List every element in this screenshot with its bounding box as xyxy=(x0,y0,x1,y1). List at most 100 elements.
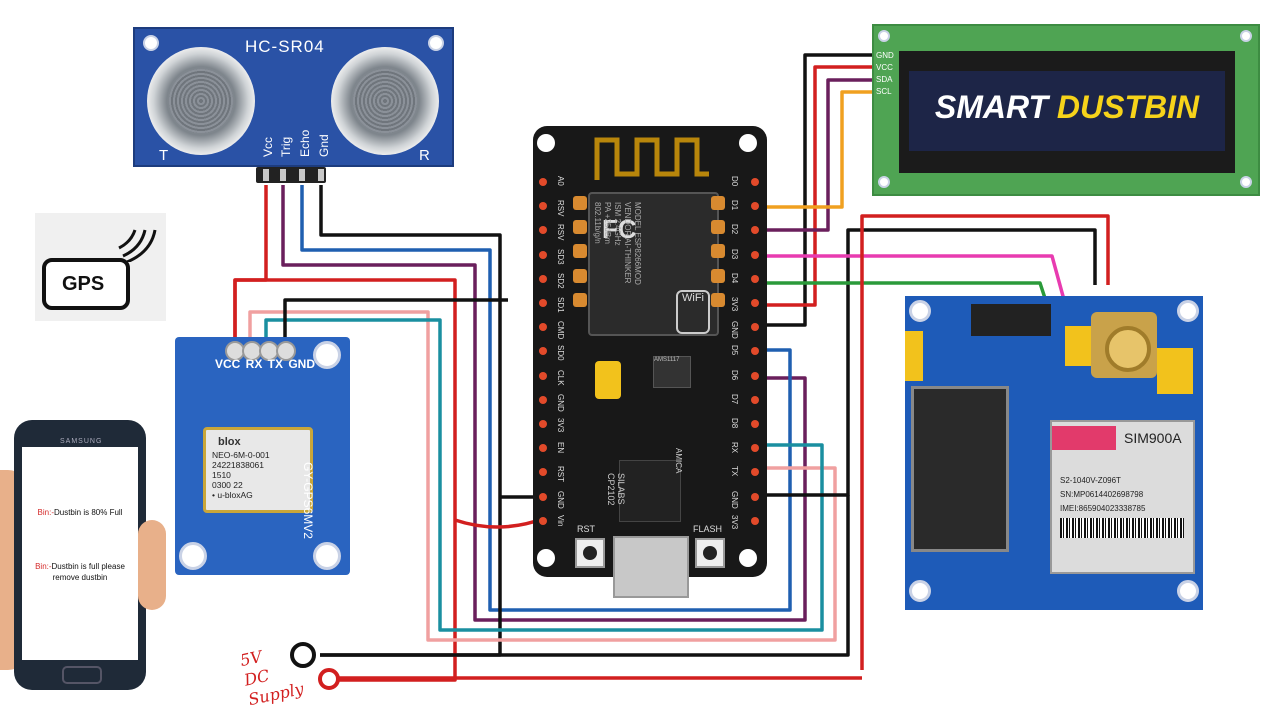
pin-label: TX xyxy=(730,466,739,477)
pin-label: D3 xyxy=(730,248,739,259)
mount-hole xyxy=(1240,30,1252,42)
pin-label: D8 xyxy=(730,418,739,429)
pin-hole xyxy=(539,323,547,332)
mount-hole xyxy=(313,341,341,369)
esp-markings: MODEL ESP8266MOD VENDOR AI-THINKER ISM 2… xyxy=(593,202,642,285)
chip-markings: NEO-6M-0-001 24221838061 1510 0300 22 • … xyxy=(212,450,270,500)
pin-hole xyxy=(539,347,547,356)
oled-pin-scl: SCL xyxy=(876,87,892,96)
pin-hole xyxy=(751,516,759,525)
notification-text: Dustbin is 80% Full xyxy=(53,508,123,517)
pin-label: RSV xyxy=(556,224,565,241)
sim-card-holder xyxy=(911,386,1009,552)
pin-hole xyxy=(539,178,547,186)
pin-hole xyxy=(539,202,547,211)
pin-hole xyxy=(751,492,759,501)
home-button xyxy=(62,666,102,684)
mount-hole xyxy=(878,30,890,42)
pin-label: D4 xyxy=(730,272,739,284)
voltage-regulator: AMS1117 xyxy=(653,356,691,388)
rst-button xyxy=(575,538,605,568)
pin-label: SD2 xyxy=(556,272,565,289)
supply-ground-terminal xyxy=(290,642,316,668)
wire-oled-vcc xyxy=(765,65,876,307)
sim900a-chip: SIM900A S2-1040V-Z096T SN:MP061440269879… xyxy=(1050,420,1195,574)
mount-hole xyxy=(1177,300,1199,322)
pin-label: SD0 xyxy=(556,345,565,361)
capacitor xyxy=(1157,348,1193,394)
sim-markings: S2-1040V-Z096T SN:MP0614402698798 IMEI:8… xyxy=(1060,476,1146,513)
pin-hole xyxy=(539,420,547,428)
mount-hole xyxy=(313,542,341,570)
pin-header xyxy=(1065,326,1091,366)
sensor-pin-header xyxy=(256,167,326,183)
sensor-title: HC-SR04 xyxy=(245,37,325,56)
pin-pad xyxy=(573,196,587,210)
pin-header xyxy=(905,331,923,381)
pin-pad xyxy=(573,220,587,235)
pin-hole xyxy=(751,178,759,186)
pin-hole xyxy=(751,468,759,477)
gps-pin-labels: VCC RX TX GND xyxy=(215,357,316,371)
fc-logo: FC xyxy=(602,214,637,244)
smartphone: SAMSUNG Bin:-Dustbin is 80% Full Bin:-Du… xyxy=(14,420,146,690)
pin-label: D7 xyxy=(730,393,739,405)
oled-pin-vcc: VCC xyxy=(876,63,893,72)
pin-pad xyxy=(573,268,587,283)
wire-gps-vcc xyxy=(233,278,457,682)
mount-hole xyxy=(537,549,555,567)
pin-hole xyxy=(539,250,547,259)
flash-button xyxy=(695,538,725,568)
barcode xyxy=(1060,518,1184,538)
chip-brand: blox xyxy=(218,436,241,448)
pin-pad xyxy=(711,196,725,210)
sim900a-module: SIM900A S2-1040V-Z096T SN:MP061440269879… xyxy=(905,296,1203,610)
pin-hole xyxy=(751,250,759,259)
notification-prefix: Bin:- xyxy=(37,508,54,517)
gps-icon: GPS xyxy=(42,258,130,310)
ultrasonic-sensor: HC-SR04 T R Vcc Trig Echo Gnd xyxy=(133,27,454,167)
gps-module-model: GY-GPS6MV2 xyxy=(301,462,315,539)
sim-model: SIM900A xyxy=(1124,430,1182,446)
notification-prefix: Bin:- xyxy=(35,562,52,571)
pin-label: 3V3 xyxy=(730,514,739,530)
wire-gnd-right xyxy=(765,228,1097,497)
signal-waves-icon xyxy=(118,229,157,262)
pin-label: D1 xyxy=(730,200,739,211)
supply-positive-terminal xyxy=(318,668,340,690)
pin-pad xyxy=(711,220,725,235)
mount-hole xyxy=(909,580,931,602)
pin-hole xyxy=(539,444,547,453)
pin-hole xyxy=(539,468,547,477)
pin-label: SD1 xyxy=(556,297,565,313)
pin-pad xyxy=(711,244,725,259)
pin-hole xyxy=(751,347,759,356)
cp2102-chip: SILABS CP2102 xyxy=(606,460,681,522)
pin-hole xyxy=(751,371,759,380)
nodemcu-board: FC MODEL ESP8266MOD VENDOR AI-THINKER IS… xyxy=(533,126,767,598)
rst-label: RST xyxy=(577,524,595,534)
esp8266-module: FC MODEL ESP8266MOD VENDOR AI-THINKER IS… xyxy=(588,192,719,336)
pin-label: Vin xyxy=(556,514,565,527)
pin-hole xyxy=(751,395,759,404)
oled-pin-gnd: GND xyxy=(876,51,894,60)
mount-hole xyxy=(179,542,207,570)
oled-screen: SMART DUSTBIN xyxy=(899,51,1235,173)
sensor-pin-trig: Trig xyxy=(279,136,293,157)
antenna-connector xyxy=(1091,312,1157,378)
wire-oled-scl xyxy=(765,90,876,209)
mount-hole xyxy=(739,134,757,152)
mount-hole xyxy=(428,35,444,51)
pin-label: RSV xyxy=(556,200,565,217)
thumb xyxy=(138,520,166,610)
oled-pin-sda: SDA xyxy=(876,75,893,84)
pin-label: RX xyxy=(730,442,739,454)
wire-gps-tx xyxy=(264,318,824,632)
sensor-pin-vcc: Vcc xyxy=(261,136,275,157)
amica-label: AMICA xyxy=(674,448,683,474)
usb-port xyxy=(613,536,689,598)
pin-label: 3V3 xyxy=(556,418,565,433)
pin-label: D6 xyxy=(730,369,739,380)
oled-pin-labels: GND VCC SDA SCL xyxy=(876,50,894,98)
